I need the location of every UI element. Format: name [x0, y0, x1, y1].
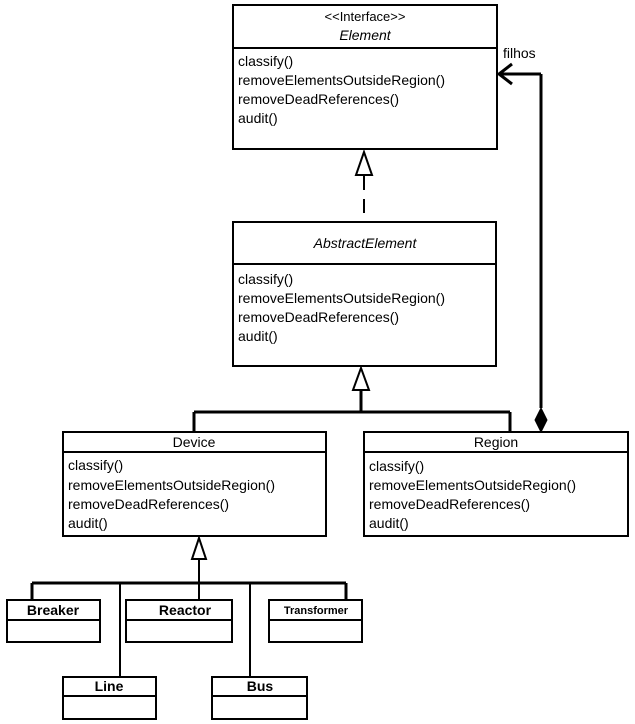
class-transformer: Transformer: [268, 599, 363, 643]
class-region: Region classify() removeElementsOutsideR…: [363, 431, 629, 537]
abstractelement-method: audit(): [238, 328, 278, 344]
class-breaker: Breaker: [6, 599, 101, 643]
class-line: Line: [62, 676, 157, 720]
class-element: <<Interface>> Element classify() removeE…: [232, 4, 498, 150]
device-method: audit(): [68, 515, 108, 531]
abstractelement-method: removeElementsOutsideRegion(): [238, 290, 445, 306]
reactor-name: Reactor: [159, 602, 212, 618]
device-name: Device: [173, 434, 216, 450]
bus-name: Bus: [247, 678, 274, 694]
device-method: removeElementsOutsideRegion(): [68, 477, 275, 493]
abstractelement-name: AbstractElement: [313, 235, 418, 251]
class-abstractelement: AbstractElement classify() removeElement…: [232, 221, 497, 367]
composition-region-element: [496, 62, 548, 434]
region-method: removeElementsOutsideRegion(): [369, 477, 576, 493]
generalization-subclasses-device: [30, 534, 348, 677]
class-reactor: Reactor: [125, 599, 233, 643]
generalization-device-region-abstractelement: [192, 365, 512, 432]
element-stereotype: <<Interface>>: [325, 9, 406, 24]
realization-abstractelement-element: [354, 148, 374, 222]
element-name: Element: [339, 27, 391, 43]
device-method: removeDeadReferences(): [68, 496, 229, 512]
element-method: audit(): [238, 110, 278, 126]
abstractelement-method: classify(): [238, 271, 293, 287]
line-name: Line: [95, 678, 124, 694]
element-method: classify(): [238, 53, 293, 69]
region-method: classify(): [369, 458, 424, 474]
transformer-name: Transformer: [284, 605, 349, 617]
association-label: filhos: [503, 45, 536, 61]
region-method: audit(): [369, 515, 409, 531]
element-method: removeElementsOutsideRegion(): [238, 72, 445, 88]
class-bus: Bus: [211, 676, 308, 720]
device-method: classify(): [68, 457, 123, 473]
abstractelement-method: removeDeadReferences(): [238, 309, 399, 325]
class-device: Device classify() removeElementsOutsideR…: [62, 431, 327, 537]
breaker-name: Breaker: [27, 602, 80, 618]
region-name: Region: [474, 434, 518, 450]
region-method: removeDeadReferences(): [369, 496, 530, 512]
element-method: removeDeadReferences(): [238, 91, 399, 107]
